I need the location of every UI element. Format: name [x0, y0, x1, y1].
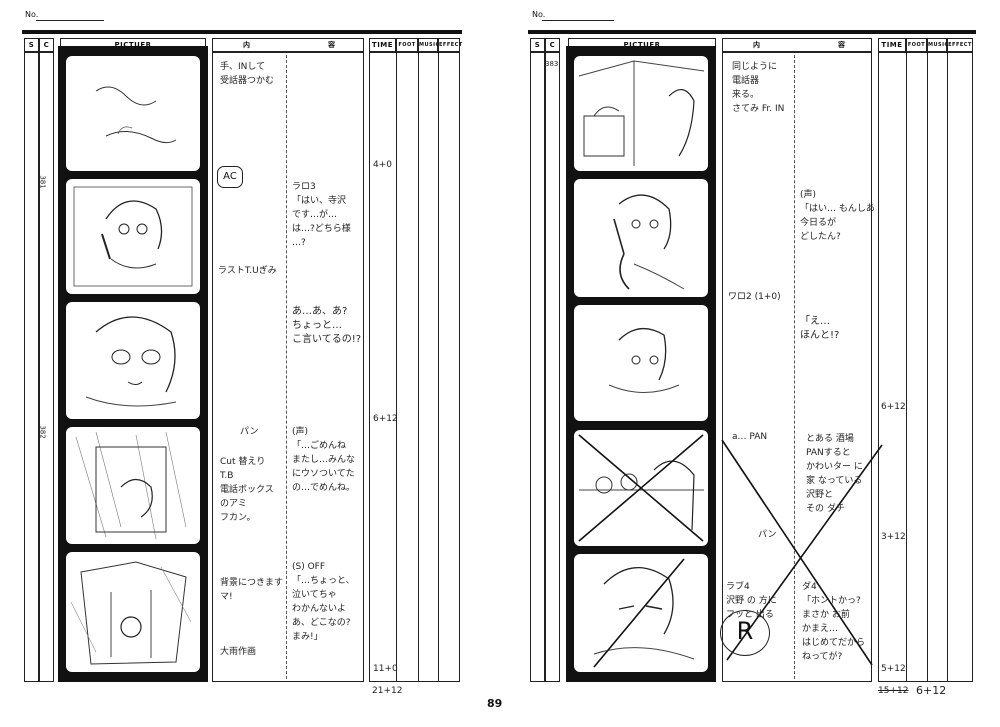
- left-action-note-1: 手、INして 受話器つかむ: [220, 62, 275, 86]
- left-top-rule: [22, 30, 462, 34]
- girl-closeup-sketch: [85, 316, 177, 407]
- right-page: No. S C PICTUER 内 容 TIME FOOT MUSIC EFFE…: [500, 0, 1000, 727]
- left-header-time: TIME: [369, 38, 396, 52]
- left-header-content-b: 容: [328, 41, 336, 49]
- right-time-2: 3+12: [881, 532, 906, 542]
- right-pan-mark: パン: [758, 530, 777, 540]
- left-frame-3: [66, 302, 200, 419]
- bar-scene-sketch: [578, 434, 704, 542]
- right-header-effect: EFFECT: [947, 38, 973, 52]
- right-action-note-1: 同じように 電話器 来る。 さてみ Fr. IN: [732, 62, 785, 114]
- right-col-s: [530, 52, 545, 682]
- right-dialogue-2: 「え… ほんと!?: [800, 316, 840, 341]
- left-header-foot: FOOT: [396, 38, 418, 52]
- right-header-content-a: 内: [753, 41, 761, 49]
- right-header-s: S: [530, 38, 545, 52]
- right-action-note-2: ワロ2 (1+0): [728, 292, 781, 302]
- young-man-sketch: [593, 558, 695, 668]
- left-no-label: No.: [25, 10, 39, 19]
- left-header-content-a: 内: [243, 41, 251, 49]
- hand-reaching-sketch: [95, 86, 177, 144]
- girl-answering-phone-sketch: [613, 194, 685, 290]
- right-frame-4: [574, 430, 708, 546]
- right-time-3: 5+12: [881, 664, 906, 674]
- right-col-time: [878, 52, 973, 682]
- left-scene-381: 381: [38, 175, 47, 189]
- page-number: 89: [487, 697, 503, 710]
- left-col-c: [39, 52, 54, 682]
- right-no-line: [542, 20, 614, 21]
- right-header-content: 内 容: [722, 38, 872, 52]
- left-no-line: [36, 20, 104, 21]
- right-header-music: MUSIC: [927, 38, 948, 52]
- right-total-time: 6+12: [916, 684, 947, 697]
- right-header-content-b: 容: [838, 41, 846, 49]
- left-header-music: MUSIC: [418, 38, 439, 52]
- left-action-note-4: 背景につきます マ!: [220, 578, 284, 602]
- left-frame-4: [66, 427, 200, 544]
- right-action-note-3: a… PAN: [732, 432, 768, 442]
- left-header-c: C: [39, 38, 54, 52]
- booth-overhead-sketch: [70, 561, 192, 665]
- right-header-c: C: [545, 38, 560, 52]
- right-header-time: TIME: [878, 38, 906, 52]
- left-music-divider: [418, 52, 419, 682]
- left-ac-stamp: AC: [217, 166, 243, 188]
- left-total-time: 21+12: [372, 686, 403, 696]
- right-struck-time: 15+12: [878, 686, 909, 696]
- left-page: No. S C PICTUER 内 容 TIME FOOT MUSIC EFFE…: [22, 10, 462, 696]
- room-with-girl-sketch: [578, 60, 705, 166]
- right-music-divider: [927, 52, 928, 682]
- girl-surprised-sketch: [608, 328, 680, 393]
- right-time-1: 6+12: [881, 402, 906, 412]
- right-effect-divider: [947, 52, 948, 682]
- left-scene-382: 382: [38, 425, 47, 439]
- left-col-s: [24, 52, 39, 682]
- left-action-note-3: Cut 替えり T.B 電話ボックス のアミ フカン。: [220, 457, 274, 523]
- retake-circle-stamp: R: [720, 610, 770, 656]
- left-time-3: 11+0: [373, 664, 398, 674]
- left-frame-1: [66, 56, 200, 171]
- right-scene-383: 383: [545, 60, 559, 68]
- right-content-divider: [794, 55, 795, 679]
- phone-booth-rain-sketch: [75, 431, 187, 540]
- left-header-s: S: [24, 38, 39, 52]
- left-dialogue-2: あ…あ、あ? ちょっと… こ言いてるの!?: [292, 306, 362, 345]
- left-header-content: 内 容: [212, 38, 364, 52]
- left-frame-5: [66, 552, 200, 672]
- left-action-note-2: ラストT.Uぎみ: [218, 266, 277, 276]
- left-header-effect: EFFECT: [438, 38, 462, 52]
- left-dialogue-3: (声) 「…ごめんね またし…みんな にウソついてた の…でめんね。: [292, 427, 356, 493]
- right-col-content: [722, 52, 872, 682]
- left-content-divider: [286, 55, 287, 679]
- left-col-content: [212, 52, 364, 682]
- left-time-1: 4+0: [373, 160, 392, 170]
- left-action-note-5: 大雨作画: [220, 647, 257, 657]
- right-foot-divider: [906, 52, 907, 682]
- left-effect-divider: [438, 52, 439, 682]
- right-header-foot: FOOT: [906, 38, 927, 52]
- right-col-c: [545, 52, 560, 682]
- left-dialogue-1: ラロ3 「はい、寺沢 です…が… は…?どちら様 …?: [292, 182, 351, 248]
- retake-letter: R: [736, 617, 754, 645]
- right-frame-1: [574, 56, 708, 171]
- right-no-label: No.: [532, 10, 546, 19]
- right-frame-2: [574, 179, 708, 297]
- left-dialogue-4: (S) OFF 「…ちょっと、 泣いてちゃ わかんないよ あ、どこなの? まみ!…: [292, 562, 355, 642]
- girl-on-phone-sketch: [73, 186, 193, 287]
- left-foot-divider: [396, 52, 397, 682]
- right-frame-3: [574, 305, 708, 421]
- right-dialogue-1: (声) 「はい… もんしあ 今日るが どしたん?: [800, 190, 875, 242]
- left-pan-mark: パン: [240, 427, 259, 437]
- right-dialogue-3: とある 酒場 PANすると かわいター に 家 なっている 沢野と その ダチ: [806, 434, 863, 514]
- left-col-time: [369, 52, 460, 682]
- left-frame-2: [66, 179, 200, 294]
- right-frame-5: [574, 554, 708, 672]
- left-time-2: 6+12: [373, 414, 398, 424]
- right-top-rule: [528, 30, 976, 34]
- right-dialogue-4: ダ4 「ホントかっ? まさか お前 かまえ… はじめてだから ねってが?: [802, 582, 866, 662]
